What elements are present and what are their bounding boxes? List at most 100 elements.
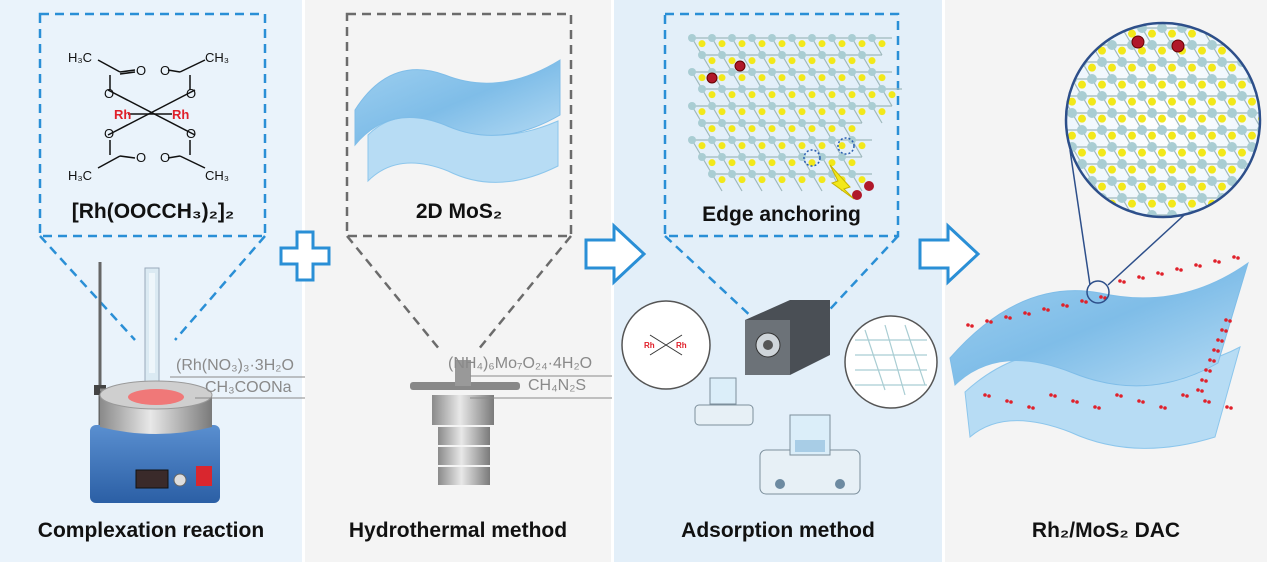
s-atom — [1248, 97, 1256, 106]
rh-dimer-dot — [1228, 319, 1232, 323]
mo-atom — [1177, 57, 1187, 67]
s-atom — [718, 40, 726, 48]
mo-atom — [1207, 210, 1217, 217]
rh-dimer-dot — [1031, 406, 1035, 410]
mo-atom — [1177, 193, 1187, 203]
s-atom — [1208, 97, 1216, 106]
mo-atom — [1077, 159, 1087, 169]
peristaltic-pump — [745, 300, 830, 375]
s-atom — [748, 125, 756, 133]
caption-adsorption: Adsorption method — [681, 519, 875, 542]
s-atom — [698, 74, 706, 82]
s-atom — [798, 74, 806, 82]
s-atom — [1148, 131, 1156, 140]
mo-atom — [718, 51, 726, 59]
mo-atom — [1087, 210, 1097, 217]
rh-dimer-dot — [1156, 271, 1160, 275]
s-atom — [1258, 46, 1260, 55]
rh-dimer-dot — [1053, 394, 1057, 398]
s-atom — [1218, 46, 1226, 55]
s-atom — [1258, 148, 1260, 157]
mo-atom — [808, 136, 816, 144]
mo-atom — [1257, 57, 1260, 67]
s-atom — [1208, 165, 1216, 174]
caption-dac: Rh₂/MoS₂ DAC — [1031, 519, 1181, 542]
s-atom — [1118, 114, 1126, 123]
s-atom — [1228, 131, 1236, 140]
mo-atom — [1137, 91, 1147, 101]
rh-dimer-dot — [1009, 400, 1013, 404]
mo-atom — [1167, 210, 1177, 217]
mo-atom — [818, 119, 826, 127]
s-atom — [708, 57, 716, 65]
s-atom — [1198, 114, 1206, 123]
mo-atom — [1247, 108, 1257, 118]
mo-atom — [688, 136, 696, 144]
rh-dimer-dot — [1118, 279, 1122, 283]
s-atom — [858, 108, 866, 116]
oxygen-label: O — [104, 86, 114, 101]
s-atom — [1248, 199, 1256, 208]
mo-atom — [1117, 193, 1127, 203]
mo-atom — [1157, 193, 1167, 203]
rh-dimer-dot — [1141, 400, 1145, 404]
s-atom — [1148, 29, 1156, 38]
s-atom — [888, 91, 896, 99]
mo-atom — [1087, 108, 1097, 118]
mo-atom — [1227, 176, 1237, 186]
s-atom — [1118, 80, 1126, 89]
mo-atom — [808, 68, 816, 76]
mo-atom — [868, 102, 876, 110]
s-atom — [1118, 46, 1126, 55]
s-atom — [868, 57, 876, 65]
s-atom — [1098, 80, 1106, 89]
s-atom — [1138, 114, 1146, 123]
s-atom — [788, 125, 796, 133]
s-atom — [1188, 63, 1196, 72]
mo-atom — [1227, 74, 1237, 84]
rh-dimer-dot — [1049, 393, 1053, 397]
rh-dimer-dot — [1099, 295, 1103, 299]
s-atom — [1138, 216, 1146, 217]
mo-atom — [788, 68, 796, 76]
mo-atom — [1157, 23, 1167, 33]
s-atom — [838, 108, 846, 116]
s-atom — [828, 125, 836, 133]
s-atom — [1128, 199, 1136, 208]
methyl-label: H₃C — [68, 50, 92, 65]
mo-atom — [1087, 74, 1097, 84]
rh-dimer-dot — [1027, 312, 1031, 316]
rh-dimer-dot — [1023, 311, 1027, 315]
mo-atom — [1077, 193, 1087, 203]
rh-dimer-dot — [970, 324, 974, 328]
oxygen-label: O — [136, 63, 146, 78]
s-atom — [698, 108, 706, 116]
mo-atom — [738, 51, 746, 59]
s-atom — [848, 91, 856, 99]
rh-dimer-dot — [1220, 328, 1224, 332]
edge-anchoring-box — [663, 12, 900, 321]
rh-atom — [734, 60, 746, 72]
oxygen-label: O — [160, 150, 170, 165]
s-atom — [1228, 199, 1236, 208]
mo-atom — [1147, 108, 1157, 118]
s-atom — [1088, 29, 1096, 38]
mo-atom — [1137, 57, 1147, 67]
mo-atom — [1107, 210, 1117, 217]
s-atom — [1158, 182, 1166, 191]
s-atom — [1068, 63, 1076, 72]
mo-atom — [1207, 108, 1217, 118]
mo-atom — [1117, 57, 1127, 67]
mo-atom — [1167, 108, 1177, 118]
rh-dimers — [966, 255, 1240, 410]
s-atom — [1188, 97, 1196, 106]
s-atom — [1148, 63, 1156, 72]
mo-atom — [1157, 159, 1167, 169]
s-atom — [808, 57, 816, 65]
rh-dimer-dot — [1224, 329, 1228, 333]
mo-atom — [1066, 193, 1067, 203]
s-atom — [1228, 97, 1236, 106]
s-atom — [1228, 63, 1236, 72]
s-atom — [768, 159, 776, 167]
s-atom — [878, 74, 886, 82]
